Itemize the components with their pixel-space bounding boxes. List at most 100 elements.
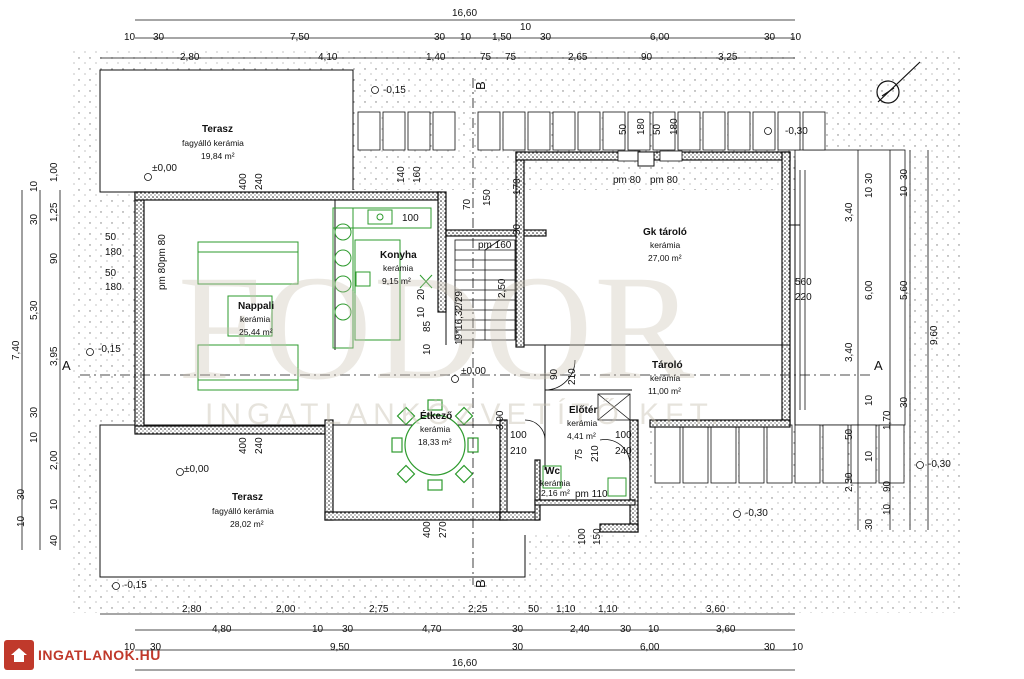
dim-left-mid-1: 30 — [29, 213, 40, 225]
inner-d100a: 100 — [402, 213, 419, 224]
dim-right-mid-3: 30 — [899, 396, 910, 408]
inner-d20: 20 — [416, 288, 427, 300]
eloter-closet — [597, 393, 631, 421]
room-wc-area: 2,16 m² — [541, 488, 570, 498]
dim-bot-r3-2: 9,50 — [330, 642, 350, 653]
watermark-logo: FODOR — [178, 245, 696, 411]
dim-bot-r3-3: 30 — [512, 642, 524, 653]
dim-bot-r1-5: 1,10 — [556, 604, 576, 615]
dim-right-small-6: 30 — [864, 518, 875, 530]
dimension-lines — [21, 19, 929, 671]
inner-d85: 85 — [422, 320, 433, 332]
inner-d180c: 180 — [636, 118, 647, 135]
room-terasz-bottom-material: fagyálló kerámia — [212, 506, 274, 516]
inner-pm80b: pm 80 — [157, 262, 168, 290]
badge-text: INGATLANOK.HU — [38, 647, 161, 663]
inner-d75: 75 — [574, 448, 585, 460]
inner-d50a: 50 — [105, 232, 117, 243]
room-eloter-name: Előtér — [569, 405, 597, 416]
dim-right-small-0: 30 — [864, 172, 875, 184]
dim-right-small-2: 10 — [864, 394, 875, 406]
dim-left-mid-0: 10 — [29, 180, 40, 192]
section-label-a-right: A — [874, 358, 883, 373]
garage-window-1 — [617, 150, 641, 162]
paving-row-top — [357, 111, 826, 151]
dim-bot-r1-2: 2,75 — [369, 604, 389, 615]
dim-top-r2-3: 30 — [434, 32, 446, 43]
ingatlanok-badge: INGATLANOK.HU — [4, 640, 214, 670]
dim-right-inner-4: 50 — [844, 428, 855, 440]
dim-right-inner-1: 6,00 — [864, 280, 875, 300]
dim-left-mid-4: 10 — [29, 431, 40, 443]
dim-left-inner-0: 1,00 — [49, 162, 60, 182]
level-l8: -0,30 — [928, 459, 951, 470]
dim-left-mid-5: 30 — [16, 488, 27, 500]
inner-d50d: 50 — [652, 123, 663, 135]
dim-right-small-5: 10 — [882, 503, 893, 515]
inner-d240b: 240 — [254, 437, 265, 454]
level-l5: ±0,00 — [461, 366, 486, 377]
dim-top-r3-2: 1,40 — [426, 52, 446, 63]
dim-bot-r3-0: 10 — [124, 642, 136, 653]
room-wc-name: Wc — [545, 466, 560, 477]
garage-window-2 — [659, 150, 683, 162]
room-nappali-area: 25,44 m² — [239, 327, 273, 337]
inner-d220: 220 — [795, 292, 812, 303]
dim-bot-r2-3: 4,70 — [422, 624, 442, 635]
dim-bot-r3-5: 30 — [764, 642, 776, 653]
room-terasz-top-area: 19,84 m² — [201, 151, 235, 161]
dim-bot-r1-1: 2,00 — [276, 604, 296, 615]
kitchen-furniture — [332, 207, 433, 349]
watermark-subtitle: INGATLANKÖZVETÍTŐ KFT. — [205, 398, 725, 431]
inner-pm80a: pm 80 — [157, 234, 168, 262]
dim-bot-total: 16,60 — [452, 658, 477, 669]
dim-left-inner-2: 90 — [49, 252, 60, 264]
dim-right-outer: 9,60 — [929, 325, 940, 345]
room-terasz-bottom-name: Terasz — [232, 492, 263, 503]
inner-d100c: 100 — [615, 430, 632, 441]
room-terasz-top-name: Terasz — [202, 124, 233, 135]
inner-d240c: 240 — [615, 446, 632, 457]
dim-top-r2-1: 30 — [153, 32, 165, 43]
dim-left-inner-4: 2,00 — [49, 450, 60, 470]
dim-left-inner-5: 10 — [49, 498, 60, 510]
room-tarolo-name: Tároló — [652, 360, 683, 371]
house-icon — [4, 640, 34, 670]
dim-left-inner-1: 1,25 — [49, 202, 60, 222]
dim-bot-r1-3: 2,25 — [468, 604, 488, 615]
dim-bot-r2-2: 30 — [342, 624, 354, 635]
inner-d180a: 180 — [105, 247, 122, 258]
room-wc-material: kerámia — [540, 478, 571, 488]
dim-bot-r2-0: 4,80 — [212, 624, 232, 635]
room-terasz-bottom-area: 28,02 m² — [230, 519, 264, 529]
dim-right-inner-2: 3,40 — [844, 342, 855, 362]
level-l1: -0,15 — [383, 85, 406, 96]
dim-bot-r2-4: 30 — [512, 624, 524, 635]
inner-d210b: 210 — [590, 445, 601, 462]
dim-bot-r1-4: 50 — [528, 604, 540, 615]
dim-top-r3-1: 4,10 — [318, 52, 338, 63]
inner-d90: 90 — [549, 368, 560, 380]
inner-d210a: 210 — [510, 446, 527, 457]
inner-d170: 170 — [512, 178, 523, 195]
inner-d270: 270 — [438, 521, 449, 538]
inner-d250: 2,50 — [497, 278, 508, 298]
room-etkezo-name: Étkező — [420, 409, 452, 422]
inner-d10b: 10 — [422, 343, 433, 355]
dining-table — [391, 399, 479, 491]
room-eloter-material: kerámia — [567, 418, 598, 428]
walls — [134, 151, 791, 533]
room-etkezo-material: kerámia — [420, 424, 451, 434]
dim-top-total: 16,60 — [452, 8, 477, 19]
room-etkezo-area: 18,33 m² — [418, 437, 452, 447]
level-l6: ±0,00 — [184, 464, 209, 475]
stairs — [454, 239, 516, 341]
room-gk-tarolo-material: kerámia — [650, 240, 681, 250]
dim-bot-r2-1: 10 — [312, 624, 324, 635]
room-konyha-name: Konyha — [380, 250, 417, 261]
inner-d70: 70 — [462, 198, 473, 210]
section-label-b-bottom: B — [473, 579, 488, 588]
paving-row-bottom — [654, 424, 905, 484]
garage-door — [799, 170, 806, 410]
